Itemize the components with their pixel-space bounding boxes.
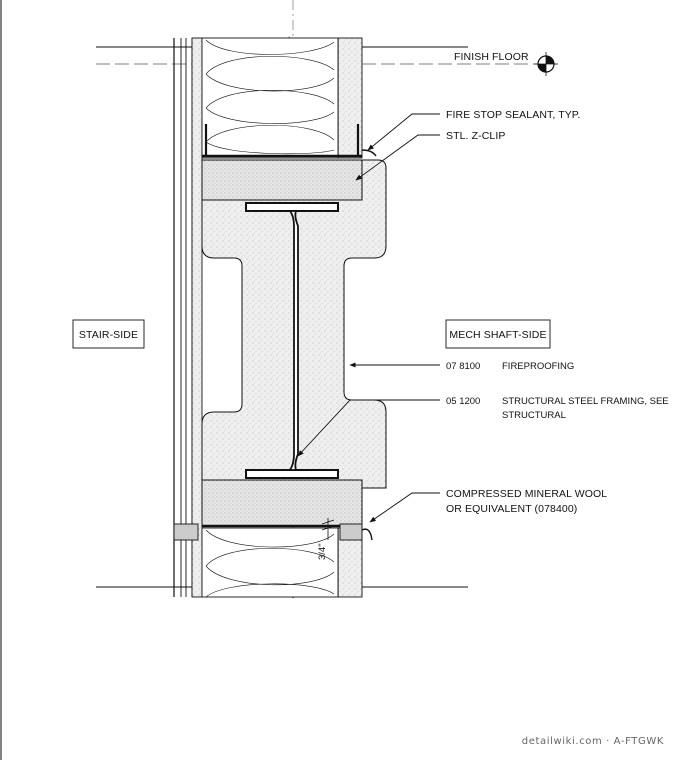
fireproofing-label: FIREPROOFING bbox=[502, 361, 574, 372]
mineral-wool-bottom bbox=[201, 479, 363, 527]
mineral-wool-top bbox=[201, 159, 363, 201]
finish-floor-target-icon bbox=[534, 52, 558, 76]
mech-shaft-side-label: MECH SHAFT-SIDE bbox=[449, 329, 546, 341]
batt-insulation-upper bbox=[201, 37, 339, 159]
stair-side-label: STAIR-SIDE bbox=[79, 329, 138, 341]
stair-side-box bbox=[72, 319, 145, 349]
z-clip-top bbox=[202, 124, 377, 158]
z-clip-label: STL. Z-CLIP bbox=[446, 130, 505, 142]
steel-code: 05 1200 bbox=[446, 396, 480, 407]
watermark: detailwiki.com · A-FTGWK bbox=[522, 736, 664, 747]
fire-stop-label: FIRE STOP SEALANT, TYP. bbox=[446, 109, 581, 121]
steel-i-beam bbox=[245, 202, 339, 479]
mineral-wool-label-line2: OR EQUIVALENT (078400) bbox=[446, 503, 577, 515]
mineral-wool-leader bbox=[369, 492, 440, 523]
z-clip-leader bbox=[355, 134, 440, 181]
mech-shaft-side-box bbox=[445, 319, 551, 349]
z-clip-bottom bbox=[173, 523, 373, 541]
steel-label-line2: STRUCTURAL bbox=[502, 410, 566, 421]
stair-side-wall bbox=[173, 37, 203, 598]
batt-insulation-lower bbox=[201, 527, 339, 598]
steel-label-line1: STRUCTURAL STEEL FRAMING, SEE bbox=[502, 396, 669, 407]
steel-leader bbox=[297, 399, 440, 457]
mineral-wool-label-line1: COMPRESSED MINERAL WOOL bbox=[446, 488, 607, 500]
fireproofing-code: 07 8100 bbox=[446, 361, 480, 372]
dimension-label: 3/4" bbox=[317, 543, 328, 560]
fire-stop-leader bbox=[367, 113, 440, 151]
finish-floor-label: FINISH FLOOR bbox=[454, 51, 529, 63]
dimension-3-4-inch bbox=[321, 518, 335, 540]
